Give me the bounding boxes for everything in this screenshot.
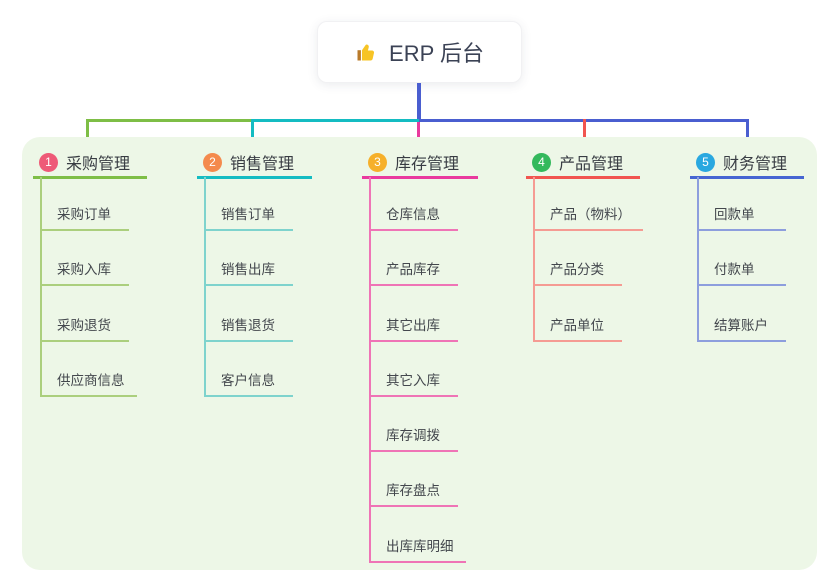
branch-underline bbox=[362, 176, 478, 179]
root-title: ERP 后台 bbox=[389, 41, 484, 66]
child-item[interactable]: 其它入库 bbox=[369, 372, 458, 397]
branch-number-badge: 4 bbox=[532, 152, 551, 172]
branch-tree-line bbox=[533, 177, 535, 340]
child-item[interactable]: 回款单 bbox=[697, 206, 786, 231]
branch-label: 财务管理 bbox=[723, 156, 788, 173]
connector-horizontal-purchase bbox=[86, 119, 253, 122]
branch-tree-line bbox=[204, 177, 206, 395]
thumbs-up-icon bbox=[355, 40, 379, 64]
branch-purchase-heading[interactable]: 1 采购管理 bbox=[39, 150, 130, 174]
child-item[interactable]: 采购入库 bbox=[40, 261, 129, 286]
child-item[interactable]: 销售出库 bbox=[204, 261, 293, 286]
connector-drop-purchase bbox=[86, 119, 89, 148]
branch-finance-heading[interactable]: 5 财务管理 bbox=[696, 150, 787, 174]
connector-drop-finance bbox=[746, 119, 749, 148]
branch-number-badge: 3 bbox=[368, 152, 387, 172]
branch-label: 采购管理 bbox=[66, 156, 131, 173]
child-item[interactable]: 结算账户 bbox=[697, 317, 786, 342]
branch-underline bbox=[197, 176, 312, 179]
child-item[interactable]: 产品单位 bbox=[533, 317, 622, 342]
branch-underline bbox=[33, 176, 147, 179]
root-connector-line bbox=[417, 83, 421, 122]
branch-underline bbox=[690, 176, 804, 179]
child-item[interactable]: 其它出库 bbox=[369, 317, 458, 342]
child-item[interactable]: 销售退货 bbox=[204, 317, 293, 342]
child-item[interactable]: 付款单 bbox=[697, 261, 786, 286]
root-node[interactable]: ERP 后台 bbox=[317, 21, 522, 83]
child-item[interactable]: 客户信息 bbox=[204, 372, 293, 397]
branch-tree-line bbox=[369, 177, 371, 561]
child-item[interactable]: 出库库明细 bbox=[369, 538, 466, 563]
child-item[interactable]: 产品分类 bbox=[533, 261, 622, 286]
branch-label: 销售管理 bbox=[230, 156, 295, 173]
child-item[interactable]: 销售订单 bbox=[204, 206, 293, 231]
child-item[interactable]: 库存调拨 bbox=[369, 427, 458, 452]
branch-number-badge: 2 bbox=[203, 152, 222, 172]
branch-sales-heading[interactable]: 2 销售管理 bbox=[203, 150, 294, 174]
branch-inventory-heading[interactable]: 3 库存管理 bbox=[368, 150, 459, 174]
branch-label: 库存管理 bbox=[395, 156, 460, 173]
child-item[interactable]: 供应商信息 bbox=[40, 372, 137, 397]
branch-tree-line bbox=[697, 177, 699, 340]
branch-number-badge: 5 bbox=[696, 152, 715, 172]
child-item[interactable]: 仓库信息 bbox=[369, 206, 458, 231]
child-item[interactable]: 产品库存 bbox=[369, 261, 458, 286]
child-item[interactable]: 产品（物料） bbox=[533, 206, 643, 231]
connector-horizontal-sales bbox=[253, 119, 419, 122]
branch-tree-line bbox=[40, 177, 42, 395]
branch-label: 产品管理 bbox=[559, 156, 624, 173]
child-item[interactable]: 库存盘点 bbox=[369, 482, 458, 507]
child-item[interactable]: 采购退货 bbox=[40, 317, 129, 342]
branch-product-heading[interactable]: 4 产品管理 bbox=[532, 150, 623, 174]
child-item[interactable]: 采购订单 bbox=[40, 206, 129, 231]
branch-number-badge: 1 bbox=[39, 152, 58, 172]
branch-underline bbox=[526, 176, 640, 179]
connector-drop-product bbox=[583, 119, 586, 148]
branches-panel bbox=[22, 137, 817, 570]
connector-drop-sales bbox=[251, 119, 254, 148]
